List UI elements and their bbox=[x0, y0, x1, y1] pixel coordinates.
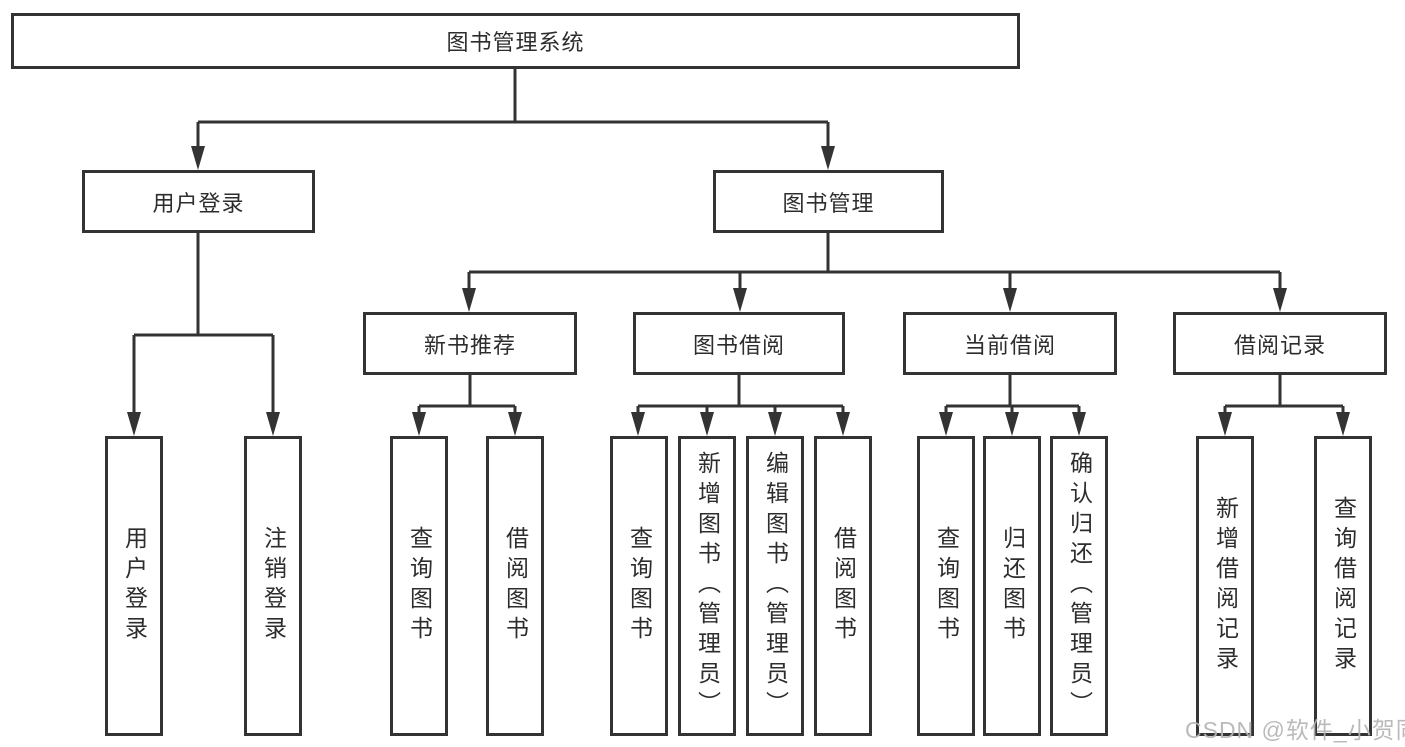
node-label: 借阅图书 bbox=[830, 526, 857, 646]
node-label: 查询图书 bbox=[626, 526, 653, 646]
node-label: 图书借阅 bbox=[692, 332, 785, 358]
arrowheads bbox=[127, 146, 1350, 436]
node-label: 图书管理 bbox=[782, 190, 875, 216]
leaf-borrowing-borrow-books: 借阅图书 bbox=[814, 436, 872, 736]
leaf-borrowing-query-books: 查询图书 bbox=[610, 436, 668, 736]
node-label: 新书推荐 bbox=[423, 332, 516, 358]
node-label: 借阅记录 bbox=[1233, 332, 1326, 358]
leaf-newbook-query-books: 查询图书 bbox=[390, 436, 448, 736]
leaf-records-query-borrow-record: 查询借阅记录 bbox=[1314, 436, 1372, 736]
csdn-watermark: CSDN @软件_小贺同学 bbox=[1185, 717, 1405, 743]
node-label: 新增图书（管理员） bbox=[694, 451, 721, 721]
node-borrowing-records: 借阅记录 bbox=[1173, 312, 1387, 375]
node-label: 当前借阅 bbox=[963, 332, 1056, 358]
leaf-current-confirm-return-admin: 确认归还（管理员） bbox=[1050, 436, 1108, 736]
node-label: 新增借阅记录 bbox=[1212, 496, 1239, 676]
node-label: 查询图书 bbox=[406, 526, 433, 646]
leaf-newbook-borrow-books: 借阅图书 bbox=[486, 436, 544, 736]
node-label: 借阅图书 bbox=[502, 526, 529, 646]
node-label: 图书管理系统 bbox=[446, 30, 585, 55]
node-book-borrowing: 图书借阅 bbox=[633, 312, 845, 375]
node-new-book-recommendation: 新书推荐 bbox=[363, 312, 577, 375]
node-book-management-branch: 图书管理 bbox=[713, 170, 944, 233]
node-label: 编辑图书（管理员） bbox=[762, 451, 789, 721]
node-label: 注销登录 bbox=[260, 526, 287, 646]
leaf-records-add-borrow-record: 新增借阅记录 bbox=[1196, 436, 1254, 736]
node-label: 归还图书 bbox=[999, 526, 1026, 646]
leaf-borrowing-edit-book-admin: 编辑图书（管理员） bbox=[746, 436, 804, 736]
node-label: 查询图书 bbox=[933, 526, 960, 646]
node-root-system: 图书管理系统 bbox=[11, 13, 1020, 69]
node-label: 查询借阅记录 bbox=[1330, 496, 1357, 676]
node-label: 用户登录 bbox=[121, 526, 148, 646]
leaf-user-login: 用户登录 bbox=[105, 436, 163, 736]
leaf-current-query-books: 查询图书 bbox=[917, 436, 975, 736]
node-label: 确认归还（管理员） bbox=[1066, 451, 1093, 721]
node-user-login-branch: 用户登录 bbox=[82, 170, 315, 233]
leaf-current-return-books: 归还图书 bbox=[983, 436, 1041, 736]
leaf-logout-login: 注销登录 bbox=[244, 436, 302, 736]
node-current-borrowing: 当前借阅 bbox=[903, 312, 1117, 375]
leaf-borrowing-add-book-admin: 新增图书（管理员） bbox=[678, 436, 736, 736]
node-label: 用户登录 bbox=[152, 190, 245, 216]
